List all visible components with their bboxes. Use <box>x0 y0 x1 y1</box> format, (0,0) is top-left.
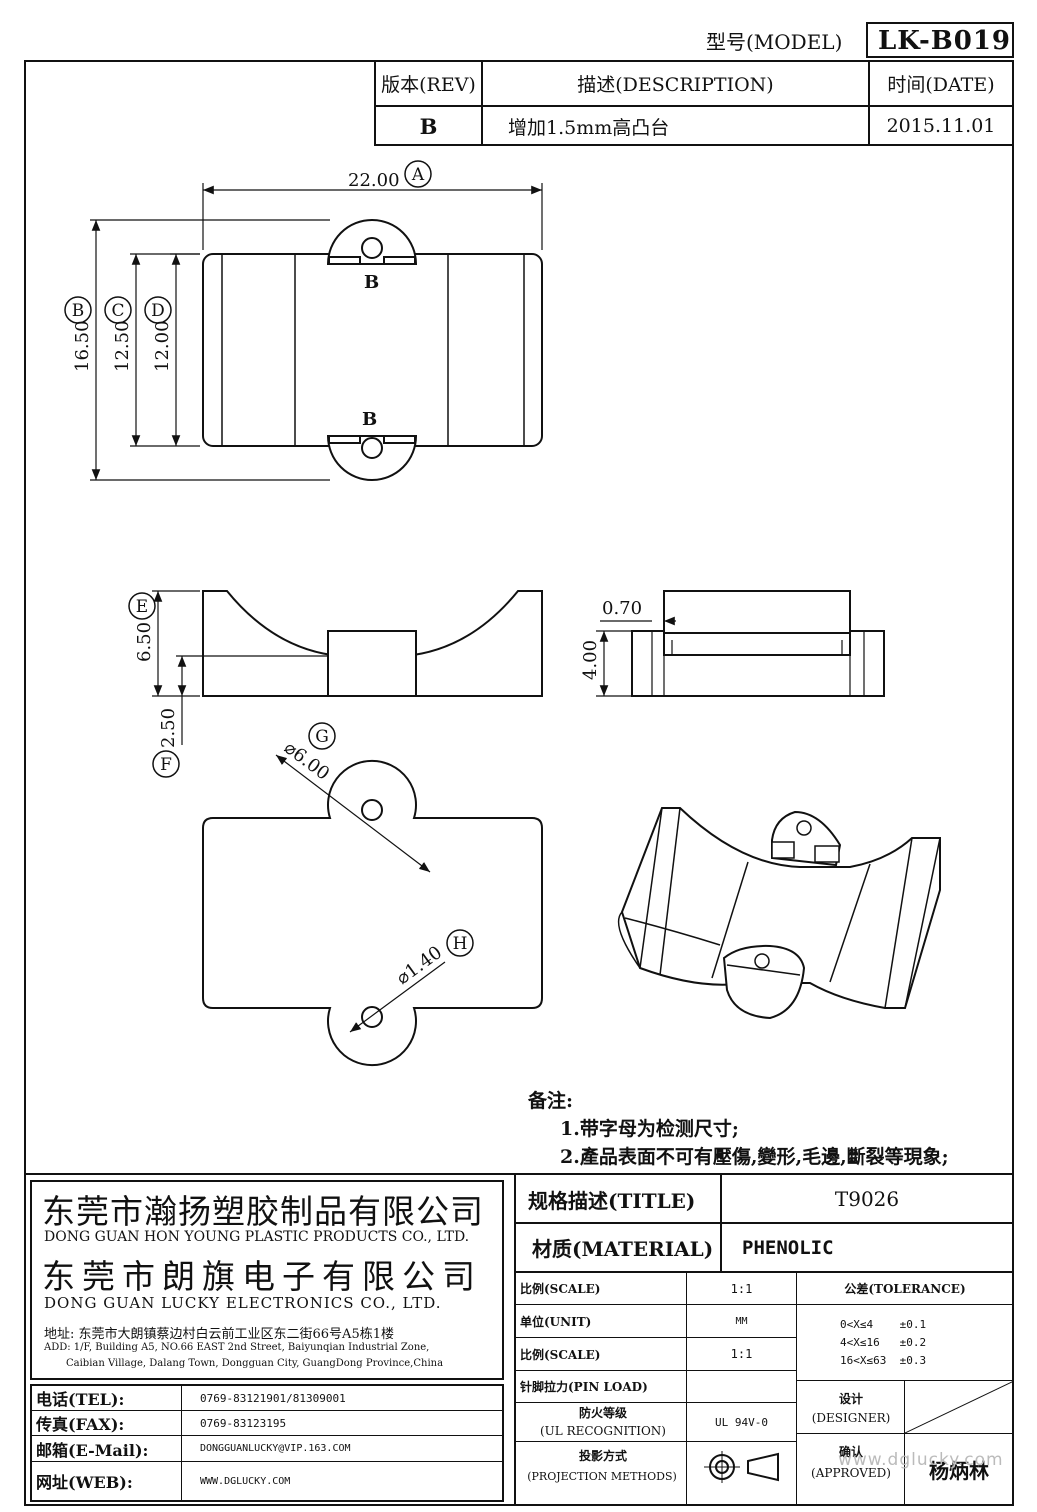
fax-label: 传真(FAX): <box>36 1415 125 1434</box>
scale-label: 比例(SCALE) <box>520 1282 601 1296</box>
marker-g: G <box>315 727 329 747</box>
model-box: LK-B019 <box>866 22 1014 58</box>
dim-d-value: 12.00 <box>152 320 173 372</box>
web-value: WWW.DGLUCKY.COM <box>200 1475 291 1487</box>
approved-label-2: (APPROVED) <box>811 1466 891 1480</box>
scale-value: 1:1 <box>730 1281 753 1296</box>
model-label: 型号(MODEL) <box>706 30 843 54</box>
scale2-value: 1:1 <box>730 1347 753 1361</box>
boss-label-bottom: B <box>362 409 377 430</box>
notes-line-2: 2.產品表面不可有壓傷,變形,毛邊,斷裂等現象; <box>560 1146 949 1168</box>
marker-b: B <box>72 301 85 321</box>
bottom-view <box>202 759 543 1067</box>
side-view <box>631 590 885 697</box>
desc-header: 描述(DESCRIPTION) <box>577 74 774 96</box>
approved-label-1: 确认 <box>838 1444 863 1459</box>
dim-e-value: 6.50 <box>134 622 155 662</box>
fax-value: 0769-83123195 <box>200 1416 287 1430</box>
company-address-en-1: ADD: 1/F, Building A5, NO.66 EAST 2nd St… <box>44 1342 430 1353</box>
email-value: DONGGUANLUCKY@VIP.163.COM <box>200 1443 351 1454</box>
pin-load-label: 针脚拉力(PIN LOAD) <box>520 1380 648 1394</box>
marker-c: C <box>111 301 124 321</box>
tel-label: 电话(TEL): <box>36 1390 125 1409</box>
company-name-cn-1: 东莞市瀚扬塑胶制品有限公司 <box>42 1192 484 1231</box>
company-name-cn-2: 东莞市朗旗电子有限公司 <box>42 1257 482 1296</box>
isometric-view <box>617 807 941 1020</box>
company-address-cn: 地址: 东莞市大朗镇蔡边村白云前工业区东二街66号A5栋1楼 <box>44 1327 394 1342</box>
scale2-label: 比例(SCALE) <box>520 1347 601 1362</box>
notes-line-1: 1.带字母为检测尺寸; <box>560 1118 739 1140</box>
title-value: T9026 <box>834 1187 900 1211</box>
approved-value: 杨炳林 <box>929 1458 989 1483</box>
date-header: 时间(DATE) <box>887 74 995 96</box>
designer-label-2: (DESIGNER) <box>811 1411 891 1425</box>
tolerance-row-1: 0<X≤4 ±0.1 <box>840 1318 927 1331</box>
ul-label-1: 防火等级 <box>578 1405 627 1420</box>
email-label: 邮箱(E-Mail): <box>36 1440 149 1460</box>
projection-symbol-icon <box>704 1451 779 1483</box>
unit-label: 单位(UNIT) <box>520 1314 592 1329</box>
top-view <box>202 219 543 481</box>
technical-drawing: 22.00 16.50 12.50 12.00 6.50 2.50 0.70 4… <box>64 160 941 1067</box>
pin-load-value <box>687 1371 796 1402</box>
dim-c-value: 12.50 <box>112 320 133 372</box>
watermark: www.dglucky.com <box>838 1450 1004 1470</box>
dim-side-height: 4.00 <box>580 640 601 680</box>
model-value: LK-B019 <box>878 26 1012 56</box>
tolerance-label: 公差(TOLERANCE) <box>844 1282 966 1296</box>
marker-h: H <box>453 934 468 954</box>
contact-table <box>30 1384 504 1502</box>
date-value: 2015.11.01 <box>886 115 996 137</box>
projection-label-1: 投影方式 <box>578 1448 627 1463</box>
desc-value: 增加1.5mm高凸台 <box>508 116 670 139</box>
tolerance-row-2: 4<X≤16 ±0.2 <box>840 1336 927 1349</box>
company-name-en-2: DONG GUAN LUCKY ELECTRONICS CO., LTD. <box>44 1294 442 1312</box>
ul-value: UL 94V-0 <box>715 1415 768 1429</box>
marker-a: A <box>411 165 425 185</box>
company-address-en-2: Caibian Village, Dalang Town, Dongguan C… <box>66 1358 444 1369</box>
dim-a-value: 22.00 <box>348 170 400 191</box>
material-label: 材质(MATERIAL) <box>532 1237 714 1261</box>
unit-value: MM <box>735 1315 748 1327</box>
boss-label-top: B <box>364 272 379 293</box>
marker-e: E <box>136 597 148 617</box>
designer-cell-diagonal <box>905 1381 1014 1433</box>
dim-b-value: 16.50 <box>72 320 93 372</box>
dim-f-value: 2.50 <box>158 708 179 748</box>
marker-f: F <box>160 755 172 775</box>
company-name-en-1: DONG GUAN HON YOUNG PLASTIC PRODUCTS CO.… <box>44 1229 470 1245</box>
ul-label-2: (UL RECOGNITION) <box>540 1423 666 1438</box>
projection-label-2: (PROJECTION METHODS) <box>527 1469 677 1483</box>
rev-value: B <box>419 113 438 139</box>
web-label: 网址(WEB): <box>36 1473 133 1492</box>
notes-title: 备注: <box>528 1090 574 1112</box>
tel-value: 0769-83121901/81309001 <box>200 1391 346 1405</box>
dim-h-value: ⌀1.40 <box>393 942 447 989</box>
material-value: PHENOLIC <box>742 1236 834 1259</box>
marker-d: D <box>151 301 165 321</box>
designer-label-1: 设计 <box>838 1391 863 1406</box>
tolerance-row-3: 16<X≤63 ±0.3 <box>840 1354 927 1367</box>
dim-side-wall: 0.70 <box>602 598 642 619</box>
company-box <box>30 1180 504 1380</box>
front-view <box>202 590 543 697</box>
title-label: 规格描述(TITLE) <box>528 1188 696 1213</box>
rev-header: 版本(REV) <box>381 74 476 96</box>
